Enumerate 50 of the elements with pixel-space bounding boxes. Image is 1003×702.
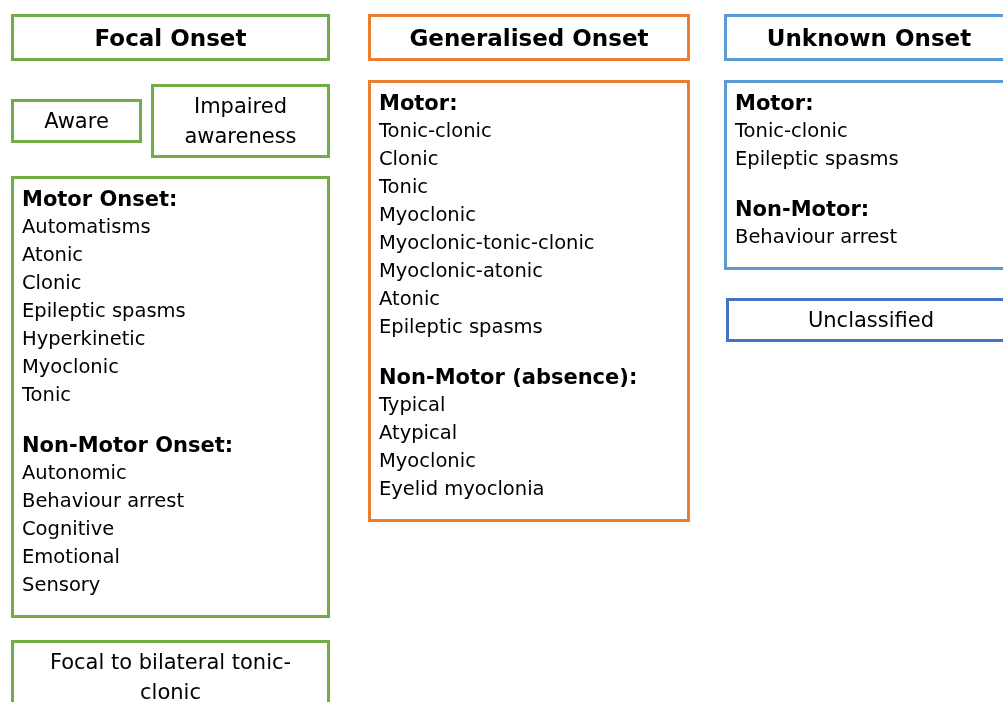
column-heading: Unknown Onset (766, 24, 972, 51)
seizure-type: Myoclonic (22, 354, 120, 380)
seizure-type: Myoclonic (379, 448, 477, 474)
seizure-type: Tonic-clonic (379, 118, 493, 144)
column-header-box (724, 14, 1003, 61)
category-box (151, 84, 330, 158)
seizure-type: Atypical (379, 420, 459, 446)
column-heading: Generalised Onset (409, 24, 649, 51)
category-label: Unclassified (807, 307, 935, 334)
seizure-type: Automatisms (22, 214, 152, 240)
group-heading: Motor Onset: (22, 186, 179, 213)
seizure-type: Tonic (22, 382, 73, 408)
category-label: Aware (44, 108, 109, 135)
seizure-list-box (11, 176, 330, 618)
seizure-type: Hyperkinetic (22, 326, 147, 352)
category-label: Focal to bilateral tonic-clonic (48, 649, 293, 702)
seizure-type: Atonic (379, 286, 442, 312)
seizure-type: Epileptic spasms (735, 146, 900, 172)
seizure-list-box (724, 80, 1003, 270)
group-heading: Motor: (379, 90, 459, 117)
seizure-type: Cognitive (22, 516, 116, 542)
seizure-type: Behaviour arrest (22, 488, 186, 514)
category-label: Impaired awareness (183, 93, 298, 150)
seizure-type: Atonic (22, 242, 85, 268)
group-heading: Motor: (735, 90, 815, 117)
column-header-box (11, 14, 330, 61)
category-box (11, 640, 330, 702)
column-heading: Focal Onset (94, 24, 247, 51)
seizure-type: Autonomic (22, 460, 128, 486)
seizure-type: Myoclonic-atonic (379, 258, 544, 284)
seizure-type: Behaviour arrest (735, 224, 899, 250)
seizure-type: Tonic (379, 174, 430, 200)
group-heading: Non-Motor: (735, 196, 871, 223)
seizure-type: Myoclonic-tonic-clonic (379, 230, 596, 256)
seizure-type: Myoclonic (379, 202, 477, 228)
category-box (11, 99, 142, 143)
group-heading: Non-Motor Onset: (22, 432, 235, 459)
seizure-type: Emotional (22, 544, 121, 570)
seizure-type: Tonic-clonic (735, 118, 849, 144)
seizure-type: Sensory (22, 572, 102, 598)
category-box (726, 298, 1003, 342)
seizure-type: Clonic (379, 146, 440, 172)
seizure-type: Clonic (22, 270, 83, 296)
group-heading: Non-Motor (absence): (379, 364, 639, 391)
column-header-box (368, 14, 690, 61)
seizure-list-box (368, 80, 690, 522)
seizure-type: Typical (379, 392, 447, 418)
seizure-type: Epileptic spasms (22, 298, 187, 324)
seizure-type: Epileptic spasms (379, 314, 544, 340)
seizure-type: Eyelid myoclonia (379, 476, 546, 502)
